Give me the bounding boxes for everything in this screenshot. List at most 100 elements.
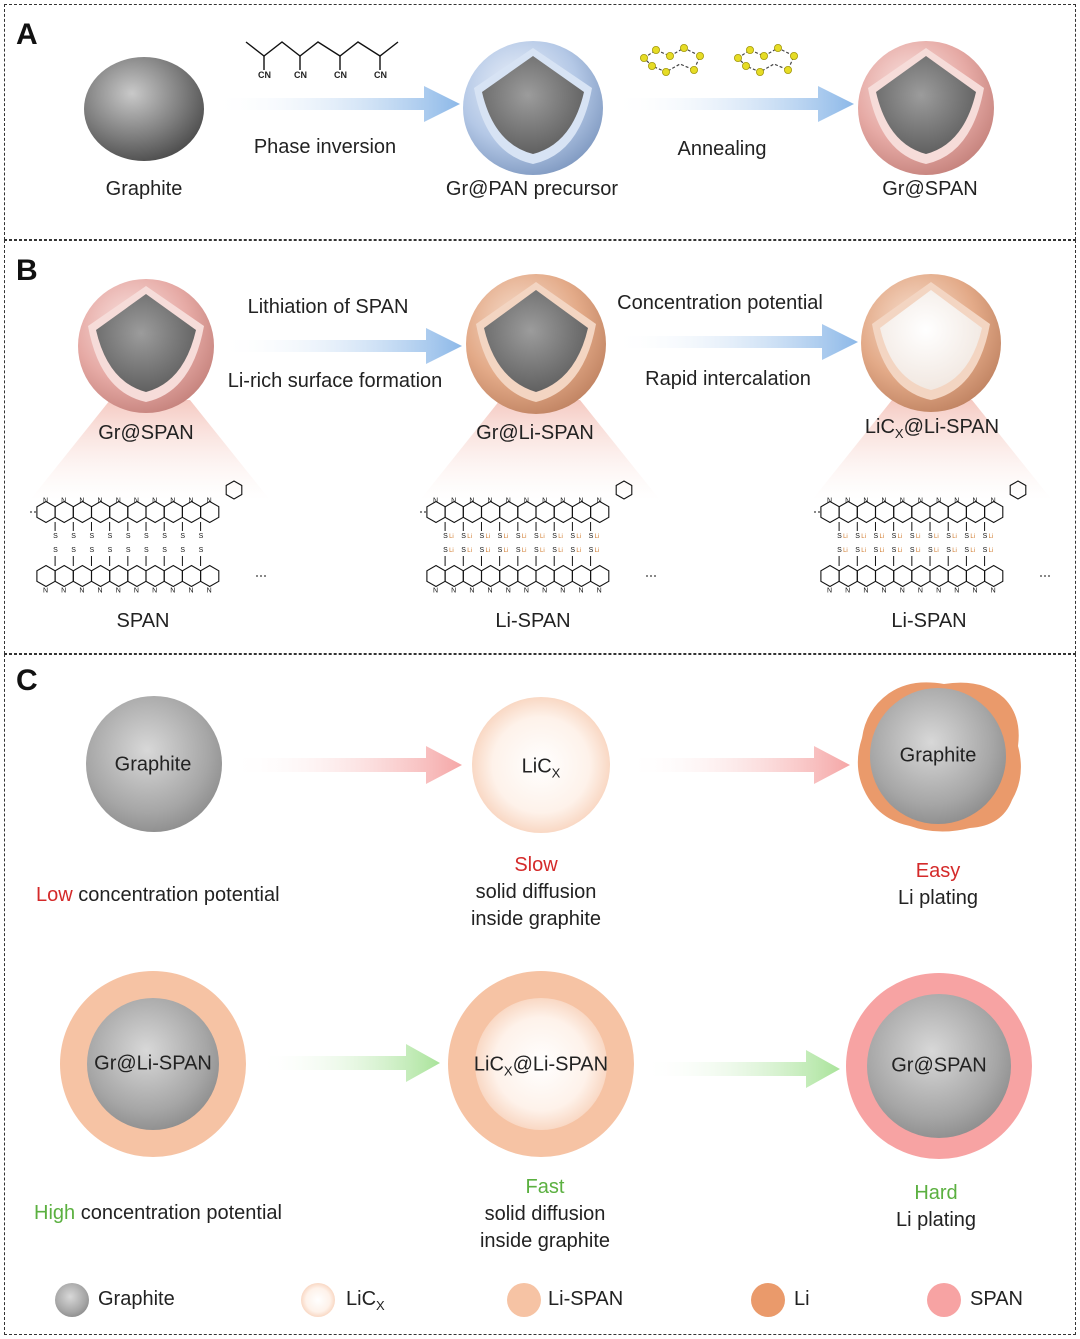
legend-li-span-swatch — [507, 1283, 541, 1317]
ring-pendant — [1009, 480, 1027, 500]
n-atom: N — [918, 498, 923, 505]
n-atom: N — [170, 498, 175, 505]
gr-span-label-b: Gr@SPAN — [98, 422, 194, 444]
n-atom: N — [79, 498, 84, 505]
s-atom: S — [89, 533, 94, 540]
arrow-low-1 — [230, 746, 462, 784]
s-atom: S — [180, 533, 185, 540]
legend-li-swatch — [751, 1283, 785, 1317]
n-atom: N — [524, 498, 529, 505]
s-atom: S — [516, 547, 521, 554]
li-atom: Li — [861, 534, 866, 540]
s-atom: S — [108, 547, 113, 554]
s-atom: S — [461, 533, 466, 540]
gr-li-span-sphere-b — [466, 274, 606, 414]
ring-top — [517, 500, 537, 524]
li-atom: Li — [467, 534, 472, 540]
sulfur-ring-1 — [640, 44, 705, 76]
annealing-label: Annealing — [677, 138, 767, 160]
panel-c-letter: C — [16, 664, 38, 697]
n-atom: N — [972, 498, 977, 505]
n-atom: N — [61, 498, 66, 505]
licx-li-span-circle-label: LiCX@Li-SPAN — [473, 1053, 609, 1079]
slow-diffusion-text: Slow solid diffusion inside graphite — [470, 854, 602, 930]
s-atom: S — [855, 547, 860, 554]
n-atom: N — [451, 498, 456, 505]
ring-bottom — [838, 564, 858, 588]
s-atom: S — [552, 547, 557, 554]
s-atom: S — [498, 547, 503, 554]
n-atom: N — [597, 498, 602, 505]
n-atom: N — [433, 498, 438, 505]
n-atom: N — [972, 588, 977, 595]
beam-2 — [420, 400, 660, 500]
licx-circle-low — [472, 697, 610, 833]
ring-top — [590, 500, 610, 524]
ring-bottom — [36, 564, 56, 588]
gr-span-label-a: Gr@SPAN — [882, 178, 978, 200]
n-atom: N — [827, 498, 832, 505]
s-atom: S — [892, 533, 897, 540]
li-atom: Li — [970, 548, 975, 554]
arrow-phase-inversion — [212, 86, 460, 122]
s-atom: S — [53, 547, 58, 554]
low-concentration-text: Low concentration potential — [36, 884, 280, 906]
n-atom: N — [152, 498, 157, 505]
n-atom: N — [43, 498, 48, 505]
s-atom: S — [964, 547, 969, 554]
n-atom: N — [863, 498, 868, 505]
n-atom: N — [170, 588, 175, 595]
ring-bottom — [893, 564, 913, 588]
ring-bottom — [145, 564, 165, 588]
ring-top — [571, 500, 592, 524]
li-span-structure-label-2: Li-SPAN — [891, 610, 967, 632]
s-atom: S — [162, 533, 167, 540]
s-atom: S — [534, 547, 539, 554]
n-atom: N — [578, 498, 583, 505]
li-atom: Li — [504, 548, 509, 554]
n-atom: N — [882, 498, 887, 505]
beam-1 — [30, 400, 270, 500]
n-atom: N — [560, 588, 565, 595]
ring-bottom — [109, 564, 129, 588]
li-atom: Li — [595, 548, 600, 554]
s-atom: S — [570, 547, 575, 554]
li-atom: Li — [558, 548, 563, 554]
ring-bottom — [965, 564, 986, 588]
licx-li-span-sphere-b — [861, 274, 1001, 412]
s-atom: S — [873, 547, 878, 554]
n-atom: N — [900, 498, 905, 505]
li-atom: Li — [467, 548, 472, 554]
high-concentration-text: High concentration potential — [34, 1202, 282, 1224]
fast-diffusion-text: Fast solid diffusion inside graphite — [479, 1176, 611, 1252]
li-atom: Li — [879, 548, 884, 554]
ring-top — [965, 500, 986, 524]
s-atom: S — [498, 533, 503, 540]
s-atom: S — [570, 533, 575, 540]
s-atom: S — [910, 533, 915, 540]
s-atom: S — [946, 547, 951, 554]
panel-c — [4, 654, 1076, 1335]
li-atom: Li — [558, 534, 563, 540]
li-atom: Li — [843, 548, 848, 554]
sulfur-ring-2 — [734, 44, 799, 76]
ring-top — [462, 500, 483, 524]
li-atom: Li — [861, 548, 866, 554]
ring-top — [72, 500, 93, 524]
legend-li-label: Li — [794, 1288, 810, 1310]
ring-pendant — [615, 480, 633, 500]
ring-top — [109, 500, 129, 524]
n-atom: N — [188, 498, 193, 505]
licx-li-span-circle — [448, 971, 634, 1157]
cn-label-4: CN — [374, 70, 387, 80]
s-atom: S — [144, 547, 149, 554]
licx-circle-low-label: LiCX — [521, 755, 561, 781]
n-atom: N — [98, 588, 103, 595]
li-atom: Li — [522, 534, 527, 540]
n-atom: N — [954, 588, 959, 595]
arrow-lithiation — [220, 328, 462, 364]
n-atom: N — [488, 498, 493, 505]
li-atom: Li — [485, 548, 490, 554]
s-atom: S — [53, 533, 58, 540]
ring-bottom — [444, 564, 464, 588]
